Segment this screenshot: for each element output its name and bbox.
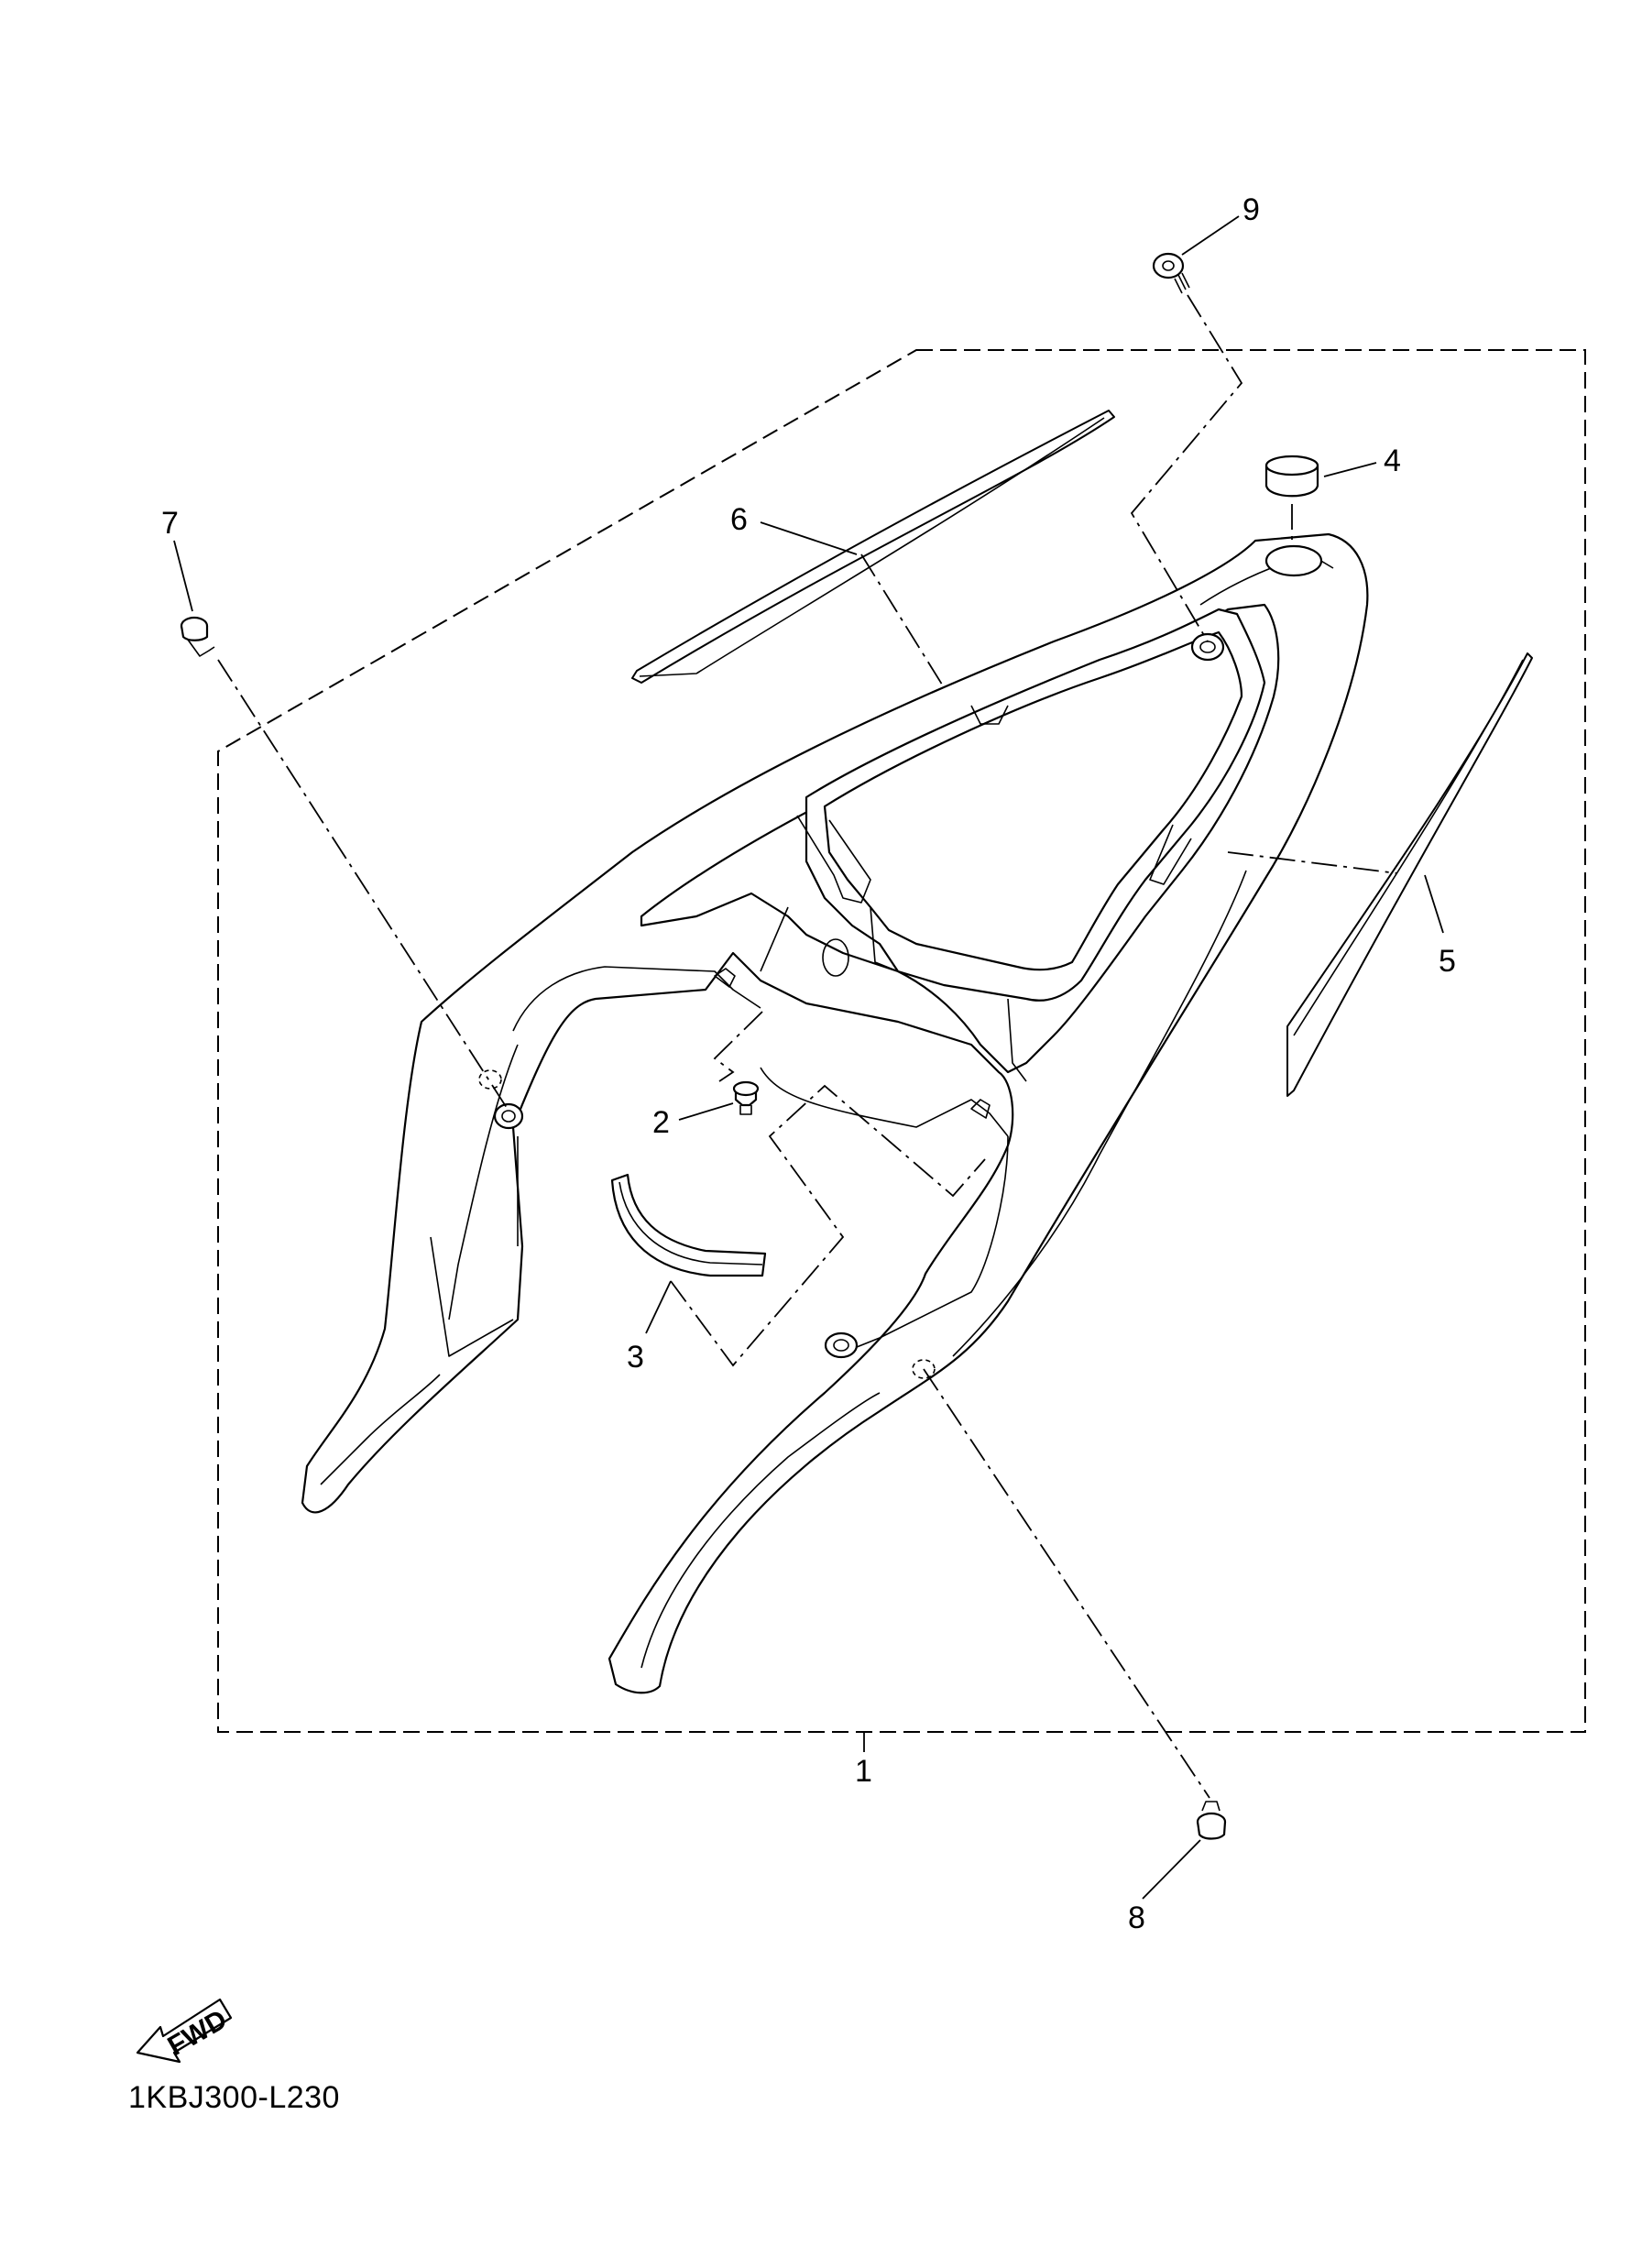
callout-3: 3	[627, 1340, 644, 1375]
callout-4: 4	[1384, 444, 1401, 478]
drawing-code: 1KBJ300-L230	[128, 2080, 340, 2115]
side-stripe-right	[1286, 652, 1533, 1097]
callout-6: 6	[730, 502, 748, 537]
fwd-arrow-icon: FWD	[136, 1998, 232, 2064]
side-stripe-upper	[631, 410, 1115, 684]
callout-1: 1	[855, 1754, 872, 1789]
rivet-part-7	[180, 616, 215, 657]
seal-strip-part	[610, 1173, 767, 1277]
seat-cowl-part	[301, 532, 1369, 1694]
callout-2: 2	[652, 1105, 670, 1140]
callout-8: 8	[1128, 1901, 1145, 1935]
callout-9: 9	[1242, 192, 1260, 227]
assembly-boundary	[217, 349, 1586, 1733]
callout-7: 7	[161, 506, 179, 541]
rivet-part-8	[1196, 1801, 1227, 1840]
cap-part	[1264, 455, 1319, 498]
callout-5: 5	[1439, 944, 1456, 979]
clip-part	[732, 1080, 760, 1115]
screw-part-9	[1152, 252, 1190, 294]
